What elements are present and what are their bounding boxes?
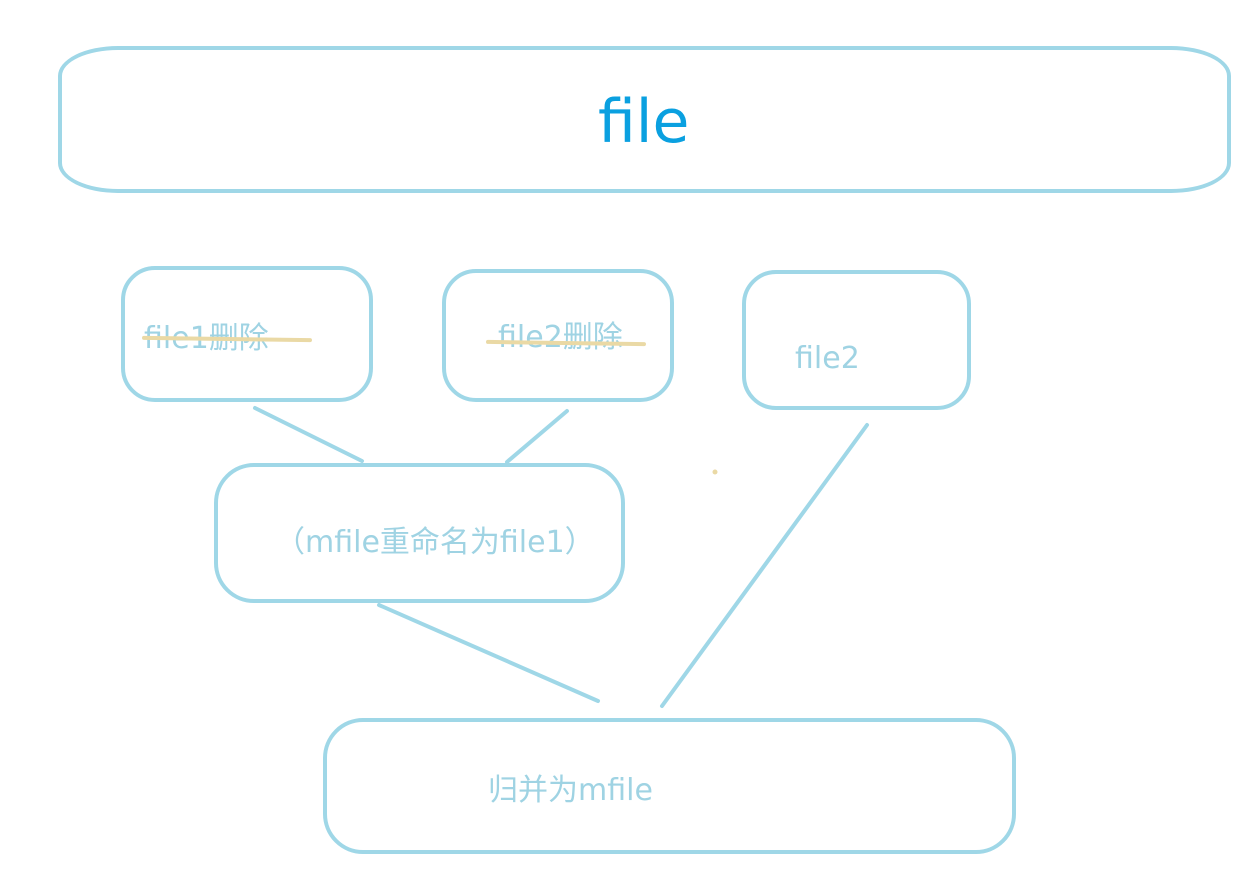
root-file-label: file (598, 87, 690, 157)
rename-label: （mfile重命名为file1） (275, 525, 595, 560)
merge-label: 归并为mfile (488, 773, 653, 808)
file2-label: file2 (795, 341, 860, 376)
file2-node (742, 270, 971, 410)
connector-file2-to-merge (660, 423, 869, 708)
file2-deleted-label: file2删除 (498, 320, 623, 355)
file1-deleted-node (121, 266, 373, 402)
root-file-node (58, 46, 1231, 193)
connector-file2-to-rename (505, 409, 569, 464)
stray-dot (712, 469, 718, 475)
connector-file1-to-rename (253, 406, 364, 463)
merge-node (323, 718, 1016, 854)
connector-rename-to-merge (377, 603, 600, 703)
rename-node (214, 463, 625, 603)
file2-deleted-node (442, 269, 674, 402)
